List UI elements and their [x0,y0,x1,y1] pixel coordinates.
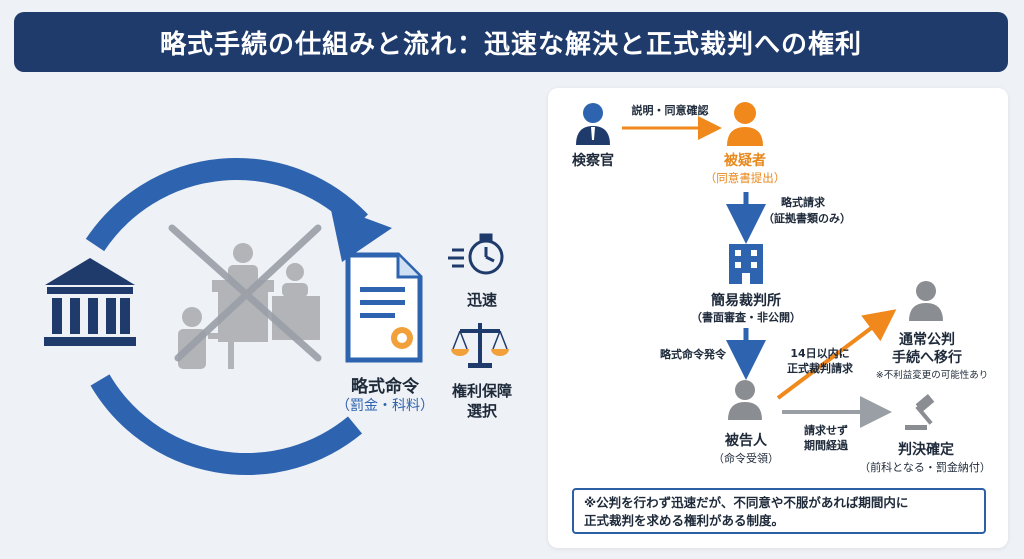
note-line-2: 正式裁判を求める権利がある制度。 [584,513,785,528]
courthouse-icon [44,258,136,346]
summary-order-sub: （罰金・科料） [336,398,434,414]
defendant-label: 被告人 [725,433,767,449]
defendant-icon [728,380,762,420]
no-request-label-2: 期間経過 [804,439,848,452]
formal-trial-arrow [776,309,897,400]
cycle-illustration [44,157,509,475]
courtroom-scene-icon [178,243,320,369]
cycle-arrow [85,157,392,475]
court-label: 簡易裁判所 [711,293,781,309]
suspect-label: 被疑者 [724,153,766,169]
court-sub: （書面審査・非公開） [691,311,801,324]
note-box: ※公判を行わず迅速だが、不同意や不服があれば期間内に 正式裁判を求める権利がある… [572,488,986,534]
within-days-label-1: 14日以内に [790,347,850,360]
request-label-1: 略式請求 [781,196,825,209]
speed-label: 迅速 [466,291,497,309]
no-request-label-1: 請求せず [804,424,848,437]
prosecutor-icon [576,103,610,145]
stopwatch-icon [448,233,504,275]
formal-trial-label-1: 通常公判 [899,332,955,348]
defendant-sub: （命令受領） [713,452,779,465]
final-judgment-label: 判決確定 [898,442,954,458]
cross-out-icon [168,224,322,362]
note-line-1: ※公判を行わず迅速だが、不同意や不服があれば期間内に [584,495,909,510]
gavel-icon [905,394,935,430]
page-title: 略式手続の仕組みと流れ：迅速な解決と正式裁判への権利 [159,29,862,60]
order-label: 略式命令発令 [660,348,726,361]
request-label-2: （証拠書類のみ） [763,212,851,225]
scales-of-justice-icon [451,323,509,368]
within-days-label-2: 正式裁判請求 [787,362,853,375]
rights-label-2: 選択 [466,402,497,420]
formal-trial-note: ※不利益変更の可能性あり [875,370,989,381]
summary-order-label: 略式命令 [351,377,419,397]
summary-court-building-icon [729,244,763,284]
consent-label: 説明・同意確認 [631,104,709,117]
suspect-icon [727,102,763,146]
summary-order-document-icon [345,252,423,363]
formal-trial-label-2: 手続へ移行 [892,350,962,366]
title-banner: 略式手続の仕組みと流れ：迅速な解決と正式裁判への権利 [14,12,1008,72]
formal-trial-person-icon [909,281,943,321]
final-judgment-sub: （前科となる・罰金納付） [859,461,991,474]
prosecutor-label: 検察官 [572,153,614,169]
suspect-sub: （同意書提出） [704,171,786,185]
rights-label-1: 権利保障 [451,382,512,400]
